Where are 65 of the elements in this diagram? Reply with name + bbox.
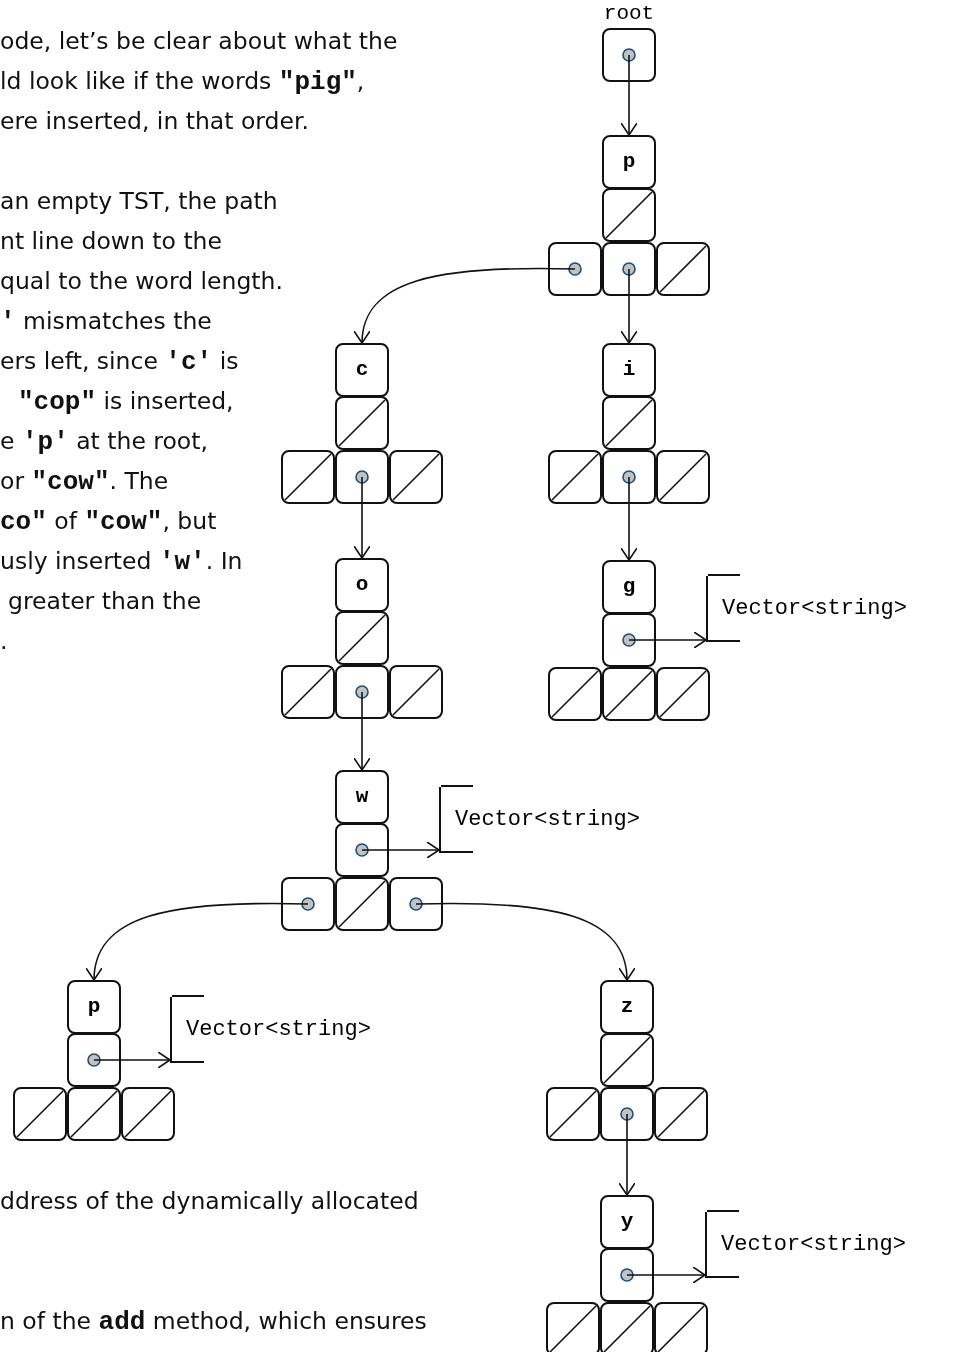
pointer-cell [335, 450, 389, 504]
node-character: i [621, 358, 637, 382]
arrow [626, 1266, 706, 1284]
pointer-cell [67, 1033, 121, 1087]
character-cell [602, 343, 656, 397]
type-label: Vector<string> [721, 1232, 906, 1258]
arrow [354, 267, 576, 344]
node-character: c [354, 358, 370, 382]
text-fragment: . [0, 626, 8, 656]
type-label: Vector<string> [455, 807, 640, 833]
pointer-cell [548, 242, 602, 296]
text-fragment: greater than the [8, 586, 202, 616]
node-character: z [619, 995, 635, 1019]
arrow [628, 631, 707, 649]
arrow [415, 902, 635, 981]
arrow [353, 691, 371, 771]
pointer-cell [602, 242, 656, 296]
pointer-cell [335, 823, 389, 877]
text-fragment: ld look like if the words "pig", [0, 66, 365, 97]
character-cell [335, 343, 389, 397]
pointer-cell [602, 613, 656, 667]
node-character: y [619, 1210, 635, 1234]
arrow [361, 841, 440, 859]
type-label: Vector<string> [186, 1017, 371, 1043]
variable-label: root [602, 2, 656, 26]
character-cell [600, 1195, 654, 1249]
character-cell [600, 980, 654, 1034]
pointer-cell [281, 877, 335, 931]
pointer-cell [600, 1248, 654, 1302]
text-fragment: an empty TST, the path [0, 186, 278, 216]
text-fragment: n of the add method, which ensures [0, 1306, 427, 1337]
arrow [620, 476, 638, 561]
arrow [618, 1113, 636, 1196]
text-fragment: ers left, since 'c' is [0, 346, 239, 377]
character-cell [602, 135, 656, 189]
character-cell [67, 980, 121, 1034]
node-character: o [354, 573, 370, 597]
node-character: w [354, 785, 370, 809]
text-fragment: qual to the word length. [0, 266, 283, 296]
text-fragment: ' mismatches the [0, 306, 212, 337]
arrow [620, 54, 638, 136]
node-character: p [86, 995, 102, 1019]
text-fragment: ode, let’s be clear about what the [0, 26, 398, 56]
node-character: g [621, 575, 637, 599]
text-fragment: e 'p' at the root, [0, 426, 208, 457]
node-character: p [621, 150, 637, 174]
character-cell [602, 560, 656, 614]
pointer-cell [602, 450, 656, 504]
type-label: Vector<string> [722, 596, 907, 622]
text-fragment: or "cow". The [0, 466, 169, 497]
arrow [93, 1051, 171, 1069]
text-fragment: ere inserted, in that order. [0, 106, 309, 136]
text-fragment: nt line down to the [0, 226, 222, 256]
arrow [353, 476, 371, 559]
arrow [620, 268, 638, 344]
character-cell [335, 770, 389, 824]
text-fragment: co" of "cow", but [0, 506, 217, 537]
text-fragment: ddress of the dynamically allocated [0, 1186, 419, 1216]
text-fragment: usly inserted 'w'. In [0, 546, 243, 577]
pointer-cell [389, 877, 443, 931]
pointer-cell [600, 1087, 654, 1141]
text-fragment: "cop" is inserted, [18, 386, 234, 417]
pointer-cell [335, 665, 389, 719]
character-cell [335, 558, 389, 612]
arrow [86, 902, 309, 981]
